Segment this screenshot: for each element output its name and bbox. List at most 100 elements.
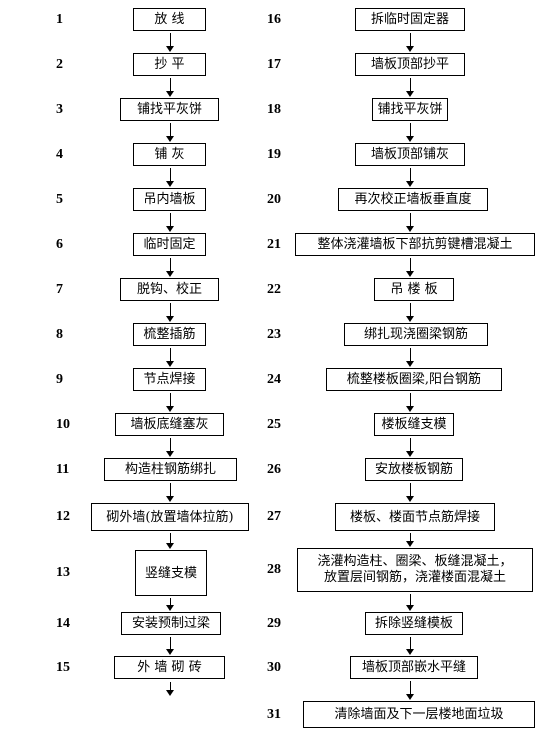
arrow-head-icon <box>166 496 174 502</box>
step-number: 14 <box>56 615 70 631</box>
step-box: 拆除竖缝模板 <box>365 612 463 635</box>
arrow-head-icon <box>166 316 174 322</box>
flow-arrow <box>406 594 415 611</box>
flow-arrow <box>166 33 175 52</box>
step-number: 23 <box>267 326 281 342</box>
flow-arrow <box>166 483 175 502</box>
arrow-stem <box>410 438 411 452</box>
flow-arrow <box>406 258 415 277</box>
arrow-head-icon <box>406 226 414 232</box>
step-number: 17 <box>267 56 281 72</box>
arrow-head-icon <box>166 451 174 457</box>
arrow-stem <box>410 637 411 650</box>
arrow-stem <box>170 78 171 92</box>
arrow-head-icon <box>166 690 174 696</box>
step-box: 铺 灰 <box>133 143 206 166</box>
step-box: 吊 楼 板 <box>374 278 454 301</box>
step-number: 31 <box>267 706 281 722</box>
flow-arrow <box>166 348 175 367</box>
arrow-head-icon <box>406 46 414 52</box>
step-box: 整体浇灌墙板下部抗剪键槽混凝土 <box>295 233 535 256</box>
step-number: 15 <box>56 659 70 675</box>
flow-arrow <box>166 533 175 549</box>
flow-arrow <box>406 438 415 457</box>
arrow-stem <box>410 348 411 362</box>
step-number: 26 <box>267 461 281 477</box>
arrow-head-icon <box>406 694 414 700</box>
arrow-head-icon <box>406 496 414 502</box>
step-box: 清除墙面及下一层楼地面垃圾 <box>303 701 535 728</box>
arrow-stem <box>410 213 411 227</box>
step-box: 楼板缝支模 <box>374 413 454 436</box>
step-number: 2 <box>56 56 63 72</box>
arrow-stem <box>410 393 411 407</box>
step-number: 12 <box>56 509 70 524</box>
step-box: 吊内墙板 <box>133 188 206 211</box>
step-box: 放 线 <box>133 8 206 31</box>
arrow-stem <box>170 348 171 362</box>
flow-arrow <box>166 438 175 457</box>
step-number: 25 <box>267 416 281 432</box>
arrow-head-icon <box>406 406 414 412</box>
arrow-stem <box>170 682 171 691</box>
arrow-head-icon <box>166 406 174 412</box>
step-box: 梳整楼板圈梁,阳台钢筋 <box>326 368 502 391</box>
flow-arrow <box>406 213 415 232</box>
step-number: 30 <box>267 659 281 675</box>
arrow-head-icon <box>166 605 174 611</box>
arrow-head-icon <box>166 361 174 367</box>
arrow-stem <box>410 123 411 137</box>
step-box: 拆临时固定器 <box>355 8 465 31</box>
flow-arrow <box>166 303 175 322</box>
flow-arrow <box>166 78 175 97</box>
flow-arrow <box>166 168 175 187</box>
arrow-head-icon <box>406 361 414 367</box>
arrow-head-icon <box>166 271 174 277</box>
step-box: 竖缝支模 <box>135 550 207 596</box>
arrow-head-icon <box>406 181 414 187</box>
flow-arrow <box>406 681 415 700</box>
step-box: 脱钩、校正 <box>120 278 219 301</box>
arrow-head-icon <box>406 136 414 142</box>
step-number: 21 <box>267 236 281 252</box>
step-number: 4 <box>56 146 63 162</box>
step-box: 再次校正墙板垂直度 <box>338 188 488 211</box>
step-number: 18 <box>267 101 281 117</box>
arrow-stem <box>410 258 411 272</box>
flow-arrow <box>406 348 415 367</box>
arrow-stem <box>410 78 411 92</box>
step-number: 28 <box>267 562 281 577</box>
flow-arrow <box>406 303 415 322</box>
flow-arrow <box>166 682 175 696</box>
step-box: 临时固定 <box>133 233 206 256</box>
step-number: 8 <box>56 326 63 342</box>
step-box: 外 墙 砌 砖 <box>114 656 225 679</box>
arrow-head-icon <box>406 451 414 457</box>
arrow-stem <box>410 681 411 695</box>
flow-arrow <box>166 598 175 611</box>
arrow-stem <box>170 123 171 137</box>
arrow-stem <box>170 168 171 182</box>
arrow-head-icon <box>406 605 414 611</box>
step-box: 浇灌构造柱、圈梁、板缝混凝土， 放置层间钢筋，浇灌楼面混凝土 <box>297 548 533 592</box>
flow-arrow <box>406 168 415 187</box>
flow-arrow <box>406 637 415 655</box>
flow-arrow <box>166 258 175 277</box>
flow-arrow <box>166 393 175 412</box>
arrow-stem <box>410 533 411 542</box>
step-box: 墙板顶部抄平 <box>355 53 465 76</box>
step-number: 7 <box>56 281 63 297</box>
step-box: 节点焊接 <box>133 368 206 391</box>
flow-arrow <box>406 33 415 52</box>
step-box: 墙板顶部嵌水平缝 <box>350 656 478 679</box>
step-box: 楼板、楼面节点筋焊接 <box>335 503 495 531</box>
arrow-head-icon <box>406 316 414 322</box>
step-number: 27 <box>267 509 281 524</box>
arrow-head-icon <box>166 136 174 142</box>
arrow-head-icon <box>406 649 414 655</box>
arrow-stem <box>410 303 411 317</box>
arrow-stem <box>170 303 171 317</box>
step-box: 铺找平灰饼 <box>372 98 448 121</box>
step-number: 22 <box>267 281 281 297</box>
arrow-stem <box>170 483 171 497</box>
